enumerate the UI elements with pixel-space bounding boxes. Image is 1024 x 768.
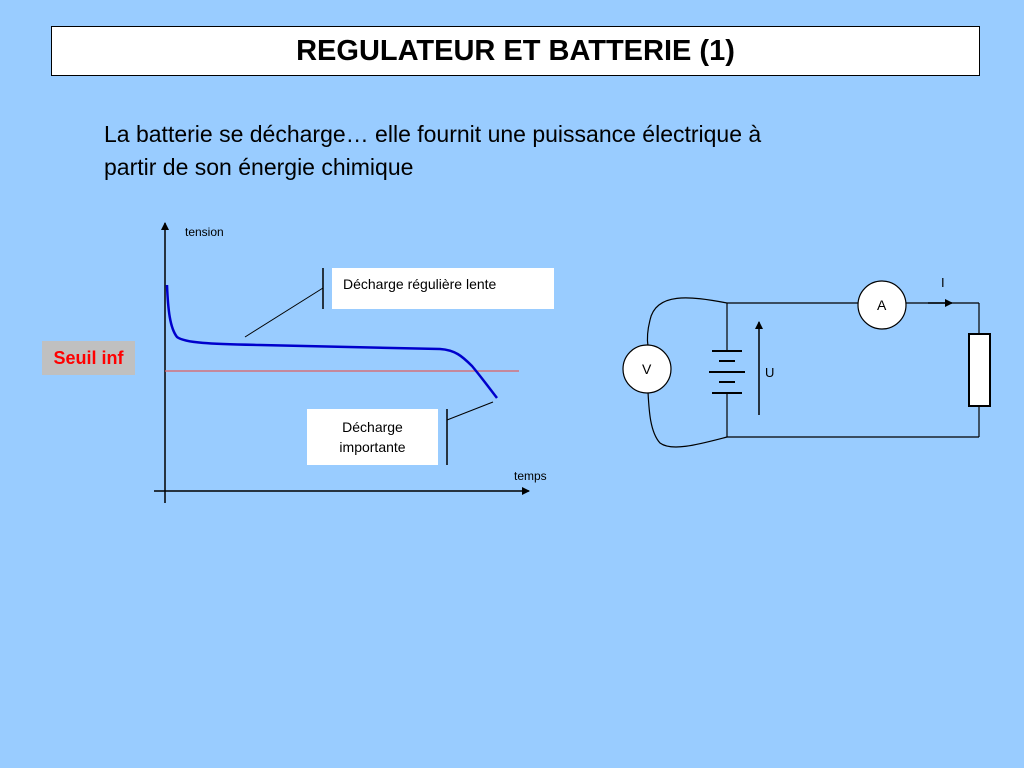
callout-fast-leader [446,401,494,421]
voltmeter-label: V [642,361,652,377]
threshold-label: Seuil inf [42,341,135,375]
ammeter-label: A [877,297,887,313]
intro-line-1: La batterie se décharge… elle fournit un… [104,121,762,147]
discharge-graph: tension temps [154,222,547,503]
callout-slow-leader [244,287,324,338]
callout-slow-discharge: Décharge régulière lente [332,268,554,309]
slide-title: REGULATEUR ET BATTERIE (1) [296,34,735,67]
ammeter [857,280,907,330]
callout-slow-text: Décharge régulière lente [343,276,497,292]
voltmeter [622,344,672,394]
discharge-curve [165,284,498,399]
x-axis-label: temps [514,469,547,483]
y-axis-label: tension [185,225,224,239]
callout-fast-line-1: Décharge [342,419,403,435]
intro-text: La batterie se décharge… elle fournit un… [104,118,964,184]
callout-fast-line-2: importante [339,439,406,455]
current-label: I [941,275,945,290]
voltage-label: U [765,365,774,380]
voltmeter-wire-bottom [647,391,728,448]
battery-symbol [709,350,745,394]
resistor [968,333,991,407]
callout-fast-discharge: Décharge importante [307,409,438,465]
slide-title-box: REGULATEUR ET BATTERIE (1) [51,26,980,76]
intro-line-2: partir de son énergie chimique [104,154,414,180]
circuit-diagram [622,280,991,448]
voltmeter-wire-top [646,297,728,347]
